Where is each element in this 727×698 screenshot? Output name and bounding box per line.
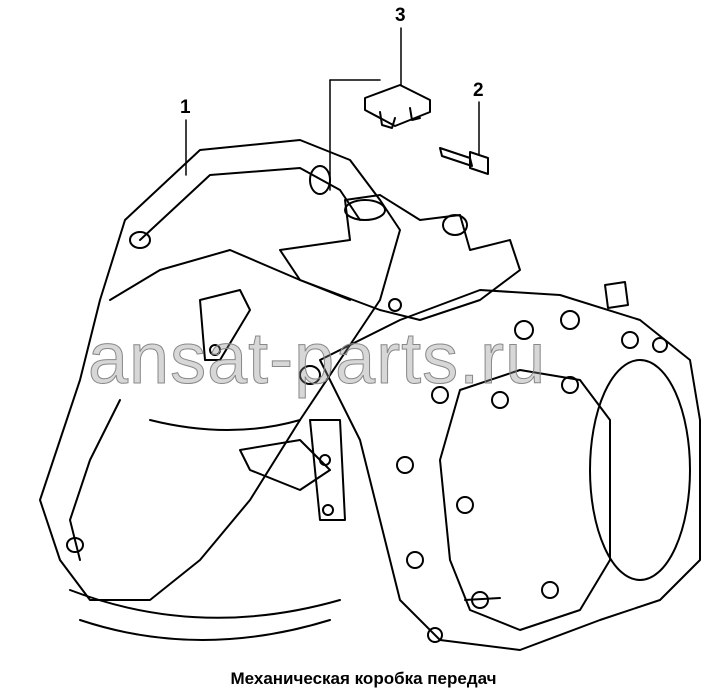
gear-case [309,281,701,651]
upper-housing [279,194,521,321]
bell-housing-part-1 [39,139,401,641]
bolt-part-2 [439,147,489,175]
diagram-caption: Механическая коробка передач [230,669,497,688]
callout-part-1: 1 [180,97,191,118]
bracket-part-3 [364,84,431,129]
leader-lines [185,27,480,191]
callout-part-2: 2 [473,80,484,101]
callout-part-3: 3 [395,5,406,26]
